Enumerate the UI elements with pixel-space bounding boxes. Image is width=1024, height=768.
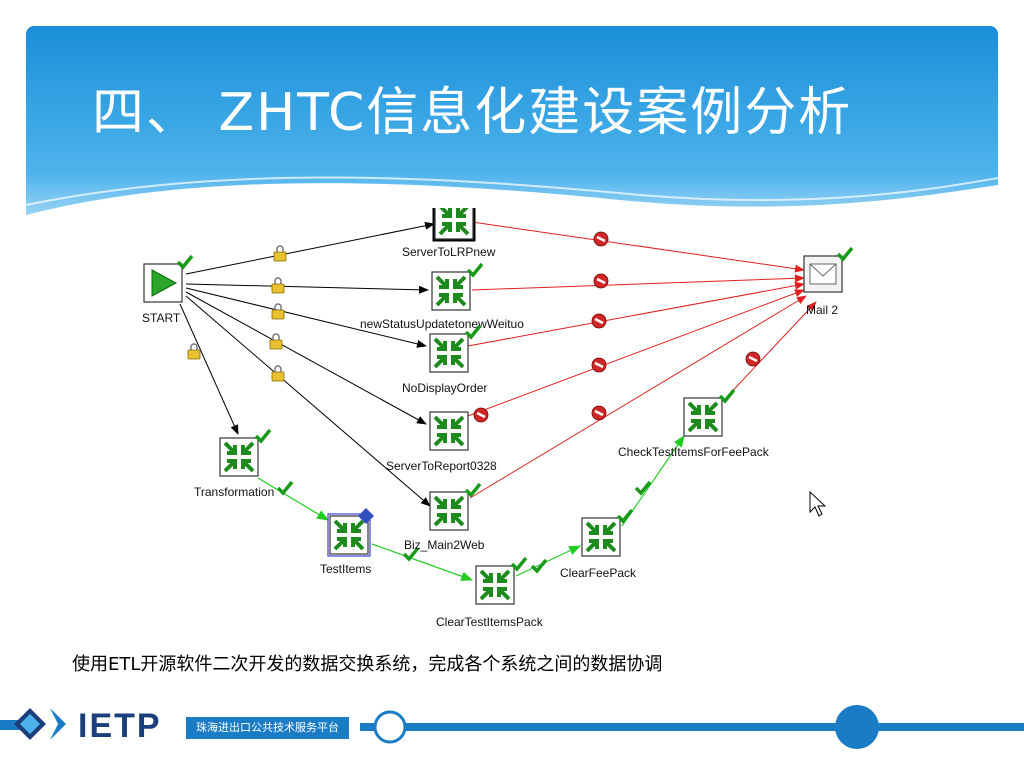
stop-icon — [592, 230, 610, 248]
mouse-cursor-icon — [809, 490, 827, 517]
stop-icon — [592, 272, 610, 290]
stop-icon — [590, 356, 608, 374]
lock-icon — [273, 245, 287, 262]
step-check-test-items[interactable]: CheckTestItemsForFeePack — [618, 388, 770, 459]
slide-caption: 使用ETL开源软件二次开发的数据交换系统，完成各个系统之间的数据协调 — [72, 654, 663, 675]
lock-icon — [187, 343, 201, 360]
step-label: TestItems — [320, 562, 371, 576]
stop-icon — [744, 350, 762, 368]
success-hops — [257, 435, 685, 581]
step-biz-main2web[interactable]: Biz_Main2Web — [404, 482, 485, 552]
step-label: NoDisplayOrder — [402, 381, 487, 395]
step-server-to-lrp[interactable]: ServerToLRPnew — [402, 198, 496, 259]
step-no-display[interactable]: NoDisplayOrder — [402, 324, 487, 395]
step-test-items[interactable]: TestItems — [320, 508, 374, 576]
platform-name: 珠海进出口公共技术服务平台 — [186, 717, 349, 739]
step-label: Biz_Main2Web — [404, 538, 485, 552]
stop-icon — [472, 406, 490, 424]
stop-icon — [590, 404, 608, 422]
step-new-status[interactable]: newStatusUpdatetonewWeituo — [360, 262, 524, 331]
lock-icon — [269, 333, 283, 350]
step-server-to-report[interactable]: ServerToReport0328 — [386, 410, 497, 473]
step-label: newStatusUpdatetonewWeituo — [360, 317, 524, 331]
mail-node[interactable]: Mail 2 — [803, 246, 854, 317]
lock-icon — [271, 277, 285, 294]
step-label: CheckTestItemsForFeePack — [618, 445, 770, 459]
step-clear-fee-pack[interactable]: ClearFeePack — [560, 508, 637, 580]
normal-hops — [179, 221, 435, 507]
footer-bar — [0, 705, 1024, 749]
lock-icon — [271, 303, 285, 320]
stop-icon — [590, 312, 608, 330]
step-label: ServerToReport0328 — [386, 459, 497, 473]
ietp-logo-icon — [14, 708, 66, 740]
lock-icon — [271, 365, 285, 382]
step-label: ServerToLRPnew — [402, 245, 496, 259]
step-label: Transformation — [194, 485, 274, 499]
mail-label: Mail 2 — [806, 303, 838, 317]
start-node[interactable]: START — [142, 254, 194, 325]
check-icon — [276, 480, 294, 495]
brand-name: IETP — [78, 707, 162, 745]
start-label: START — [142, 311, 181, 325]
error-hops — [467, 221, 817, 499]
step-label: ClearFeePack — [560, 566, 637, 580]
step-label: ClearTestItemsPack — [436, 615, 544, 629]
slide-title: 四、 ZHTC信息化建设案例分析 — [92, 83, 853, 143]
step-transformation[interactable]: Transformation — [194, 428, 274, 499]
etl-diagram: START Mail 2 ServerToLRPnew newStatusUpd… — [142, 198, 854, 629]
etl-diagram-screenshot: START Mail 2 ServerToLRPnew newStatusUpd… — [128, 198, 858, 634]
step-clear-test-items-pack[interactable]: ClearTestItemsPack — [436, 556, 544, 629]
